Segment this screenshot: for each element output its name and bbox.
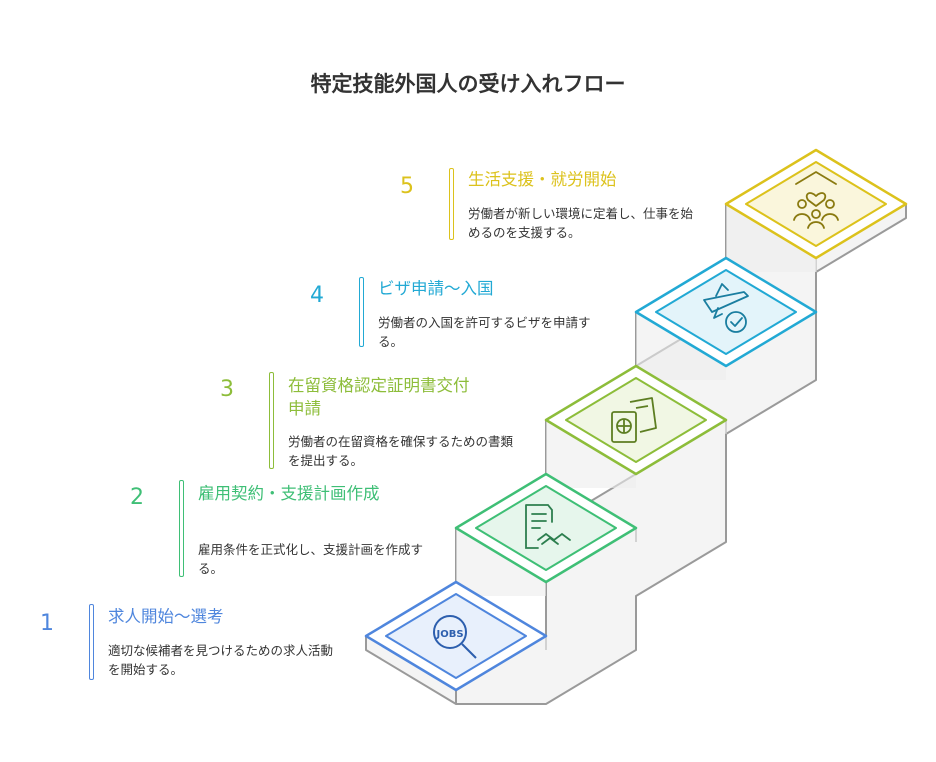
contract-handshake-icon [525,504,571,549]
step-4-platform [634,256,818,368]
step-1-platform: JOBS [364,580,548,692]
passport-ticket-icon [611,397,657,443]
step-2-description: 雇用条件を正式化し、支援計画を作成する。 [198,542,424,576]
step-5-number: 5 [400,174,414,199]
step-3-number: 3 [220,377,234,402]
step-2-platform [454,472,638,584]
step-4-bar [359,277,364,347]
step-1-number: 1 [40,611,54,636]
step-4-number: 4 [310,283,324,308]
step-3-bar [269,372,274,469]
step-4-description: 労働者の入国を許可するビザを申請する。 [378,315,591,349]
diagram-title: 特定技能外国人の受け入れフロー [310,72,626,96]
step-5-heading: 生活支援・就労開始 [468,170,617,189]
jobs-search-icon: JOBS [433,615,477,659]
step-5-platform [724,148,908,260]
svg-text:JOBS: JOBS [435,629,463,640]
step-3-platform [544,364,728,476]
step-1-bar [89,604,94,680]
step-4-heading: ビザ申請〜入国 [378,279,494,298]
step-5-bar [449,168,454,240]
step-2-number: 2 [130,485,144,510]
step-1-heading: 求人開始〜選考 [108,607,224,626]
community-heart-icon [793,171,839,229]
step-1-description: 適切な候補者を見つけるための求人活動を開始する。 [108,643,334,677]
step-3-description: 労働者の在留資格を確保するための書類を提出する。 [288,434,514,468]
step-5-description: 労働者が新しい環境に定着し、仕事を始めるのを支援する。 [468,206,694,240]
step-2-heading: 雇用契約・支援計画作成 [198,484,380,503]
step-2-bar [179,480,184,577]
airplane-check-icon [703,283,749,333]
step-3-heading: 在留資格認定証明書交付申請 [288,376,470,418]
